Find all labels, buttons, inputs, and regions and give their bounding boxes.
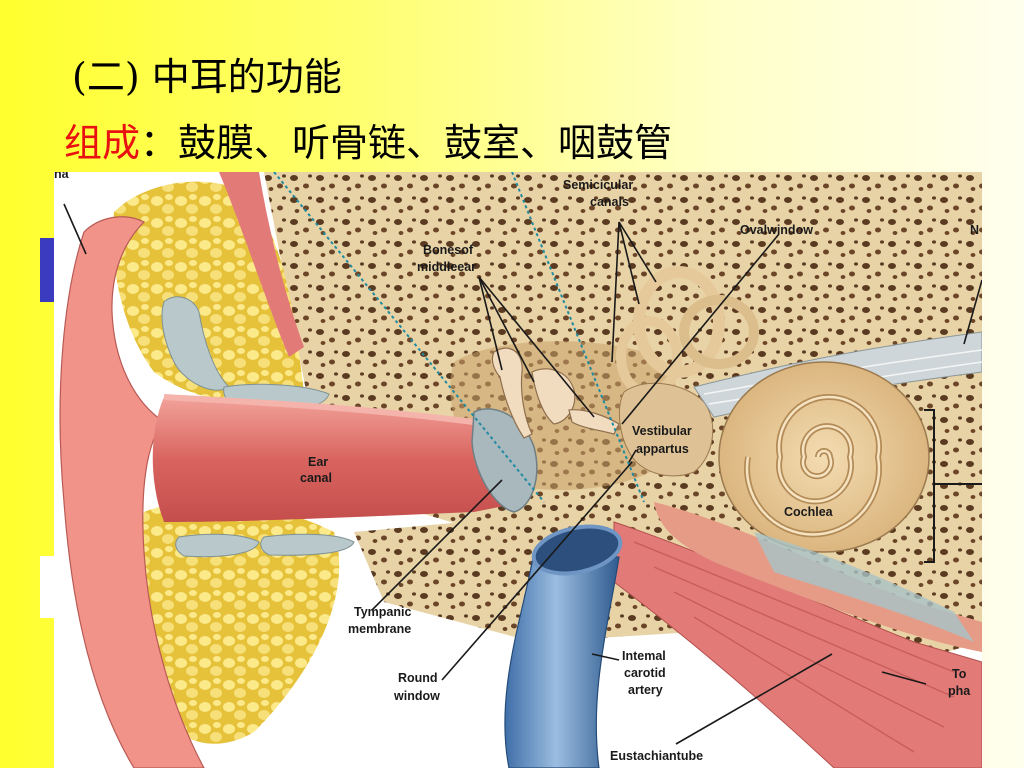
carotid-sheath <box>754 532 974 642</box>
label-vestibular-2: appartus <box>636 442 689 456</box>
label-vestibular-1: Vestibular <box>632 424 692 438</box>
label-pharynx-2: pha <box>948 684 971 698</box>
subtitle-items: 鼓膜、听骨链、鼓室、咽鼓管 <box>178 121 673 165</box>
label-ear-canal-2: canal <box>300 471 332 485</box>
cochlea-spiral-light <box>745 395 881 536</box>
label-ear-canal-1: Ear <box>308 455 328 469</box>
stapes <box>568 409 620 435</box>
label-carotid-2: carotid <box>624 666 666 680</box>
guide-line-left <box>273 172 545 503</box>
diagram-labels: na Semicicular canals Bonesof middleear … <box>54 172 979 763</box>
label-cochlea: Cochlea <box>784 505 834 519</box>
label-tympanic-1: Tympanic <box>354 605 411 619</box>
subtitle-separator: ： <box>140 121 179 165</box>
cochlea <box>718 361 930 553</box>
label-semicircular-1: Semicicular <box>563 178 633 192</box>
subtitle-label: 组成 <box>64 121 141 165</box>
label-semicircular-2: canals <box>590 195 629 209</box>
semicircular-canal-2 <box>679 295 759 369</box>
inner-ear-bracket <box>924 409 982 563</box>
label-bones-1: Bonesof <box>423 243 474 257</box>
leader-lines <box>63 203 982 745</box>
cartilage-lower <box>175 533 260 558</box>
label-round-2: window <box>393 689 440 703</box>
label-carotid-3: artery <box>628 683 663 697</box>
artery-opening <box>531 524 623 576</box>
ear-anatomy-svg: na Semicicular canals Bonesof middleear … <box>54 172 982 768</box>
ear-canal <box>152 397 524 522</box>
pinna <box>59 216 205 768</box>
malleus <box>491 347 533 439</box>
ear-anatomy-diagram: na Semicicular canals Bonesof middleear … <box>54 172 982 768</box>
label-tympanic-2: membrane <box>348 622 411 636</box>
label-pinna-fragment: na <box>54 172 70 181</box>
label-pharynx-1: To <box>952 667 967 681</box>
label-oval-window: Ovalwindow <box>740 223 813 237</box>
label-bones-2: middleear <box>417 260 476 274</box>
guide-line-right <box>511 172 645 503</box>
label-round-1: Round <box>398 671 438 685</box>
label-carotid-1: Intemal <box>622 649 666 663</box>
label-eustachian: Eustachiantube <box>610 749 703 763</box>
label-nerve-fragment: N <box>970 223 979 237</box>
slide-subtitle: 组成：鼓膜、听骨链、鼓室、咽鼓管 <box>64 112 672 167</box>
fatty-tissue-lower <box>132 501 340 744</box>
cartilage-lower-2 <box>260 533 355 556</box>
vestibule <box>619 382 714 477</box>
muscle-striations <box>633 541 955 753</box>
internal-carotid-artery <box>504 551 620 768</box>
skin-strip <box>219 172 304 357</box>
canal-upper-wall <box>163 394 475 425</box>
slide-title: (二) 中耳的功能 <box>72 55 342 99</box>
